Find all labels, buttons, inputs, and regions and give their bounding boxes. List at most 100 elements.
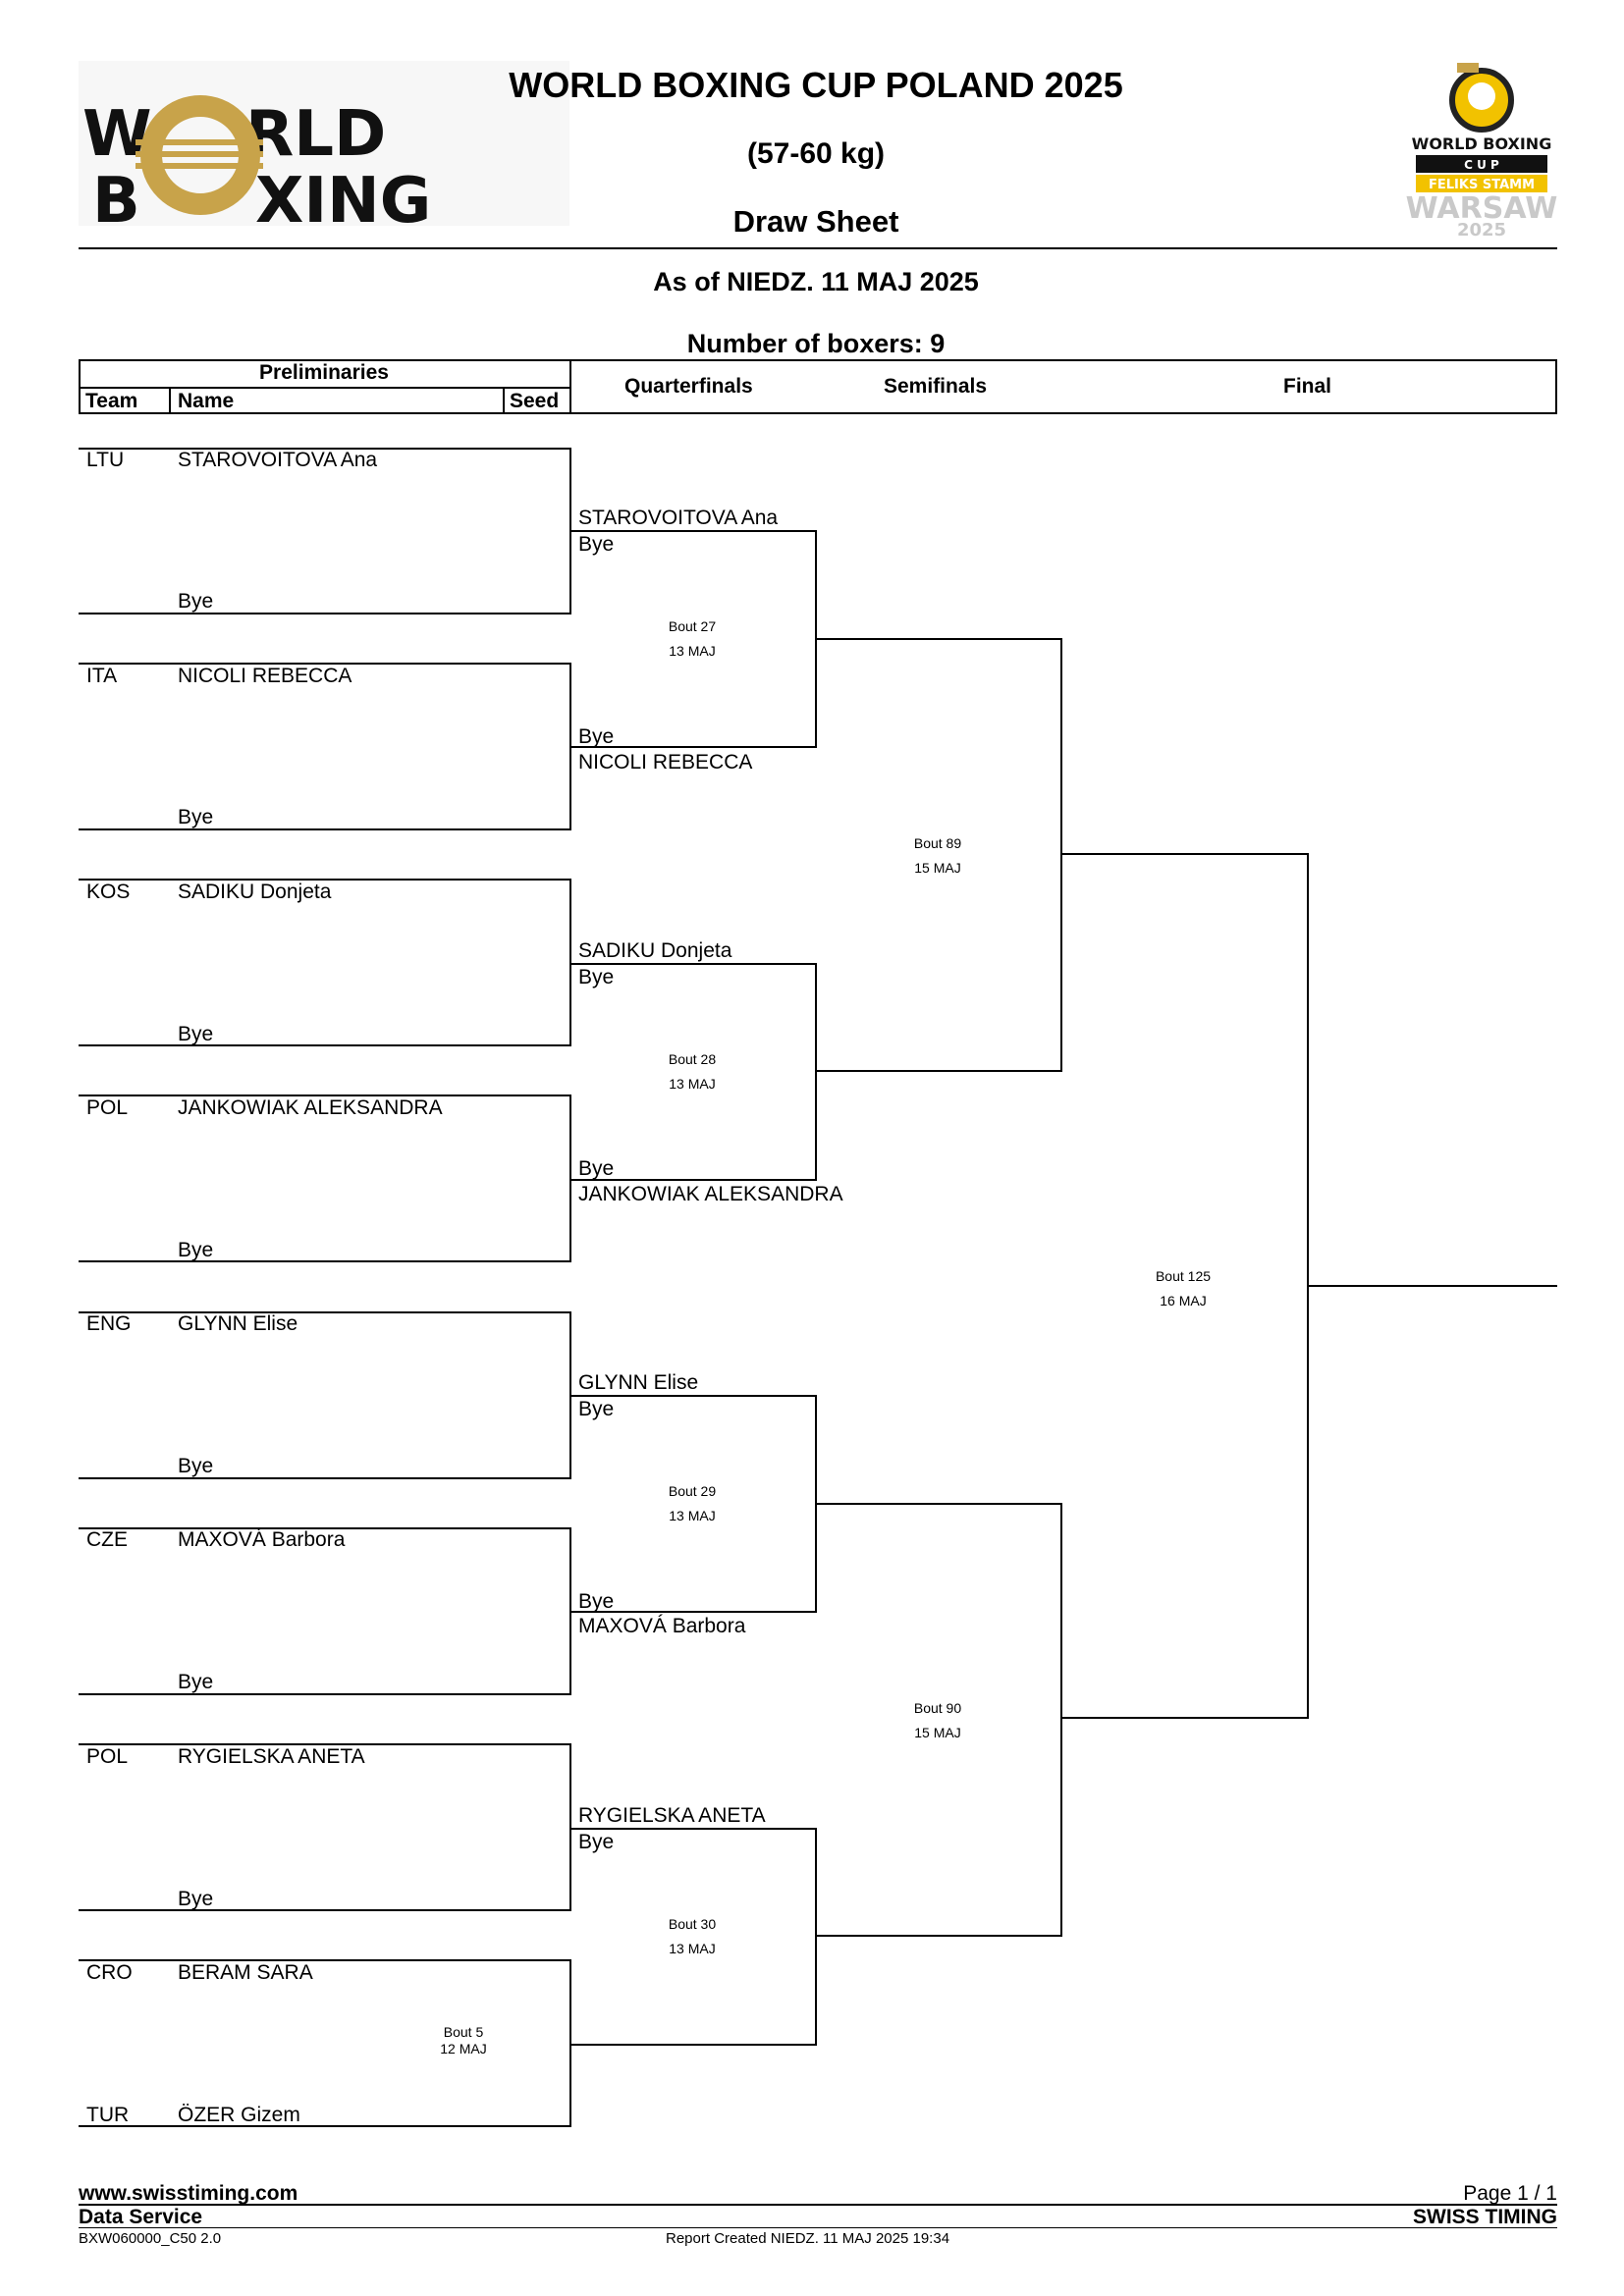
bout-date: 13 MAJ bbox=[669, 1508, 716, 1523]
sf-bracket bbox=[815, 638, 1062, 1072]
event-title: WORLD BOXING CUP POLAND 2025 bbox=[509, 65, 1123, 105]
opponent-name: ÖZER Gizem bbox=[178, 2104, 300, 2126]
team-code: POL bbox=[86, 1745, 129, 1768]
footer-page: Page 1 / 1 bbox=[1463, 2182, 1557, 2205]
qf-entrant: JANKOWIAK ALEKSANDRA bbox=[578, 1183, 843, 1205]
qf-entrant: SADIKU Donjeta bbox=[578, 939, 732, 962]
seed-header: Seed bbox=[510, 390, 560, 412]
qf-entrant: NICOLI REBECCA bbox=[578, 751, 753, 774]
preliminaries-header: Preliminaries bbox=[259, 361, 389, 384]
opponent-name: Bye bbox=[178, 1455, 214, 1477]
bout-number: Bout 30 bbox=[668, 1916, 717, 1932]
bout-date: 16 MAJ bbox=[1160, 1293, 1207, 1308]
qf-entrant: STAROVOITOVA Ana bbox=[578, 507, 779, 529]
qf-entrant-sub: Bye bbox=[578, 1398, 615, 1420]
prelim-bracket bbox=[79, 663, 571, 830]
qf-entrant-sub: Bye bbox=[578, 1831, 615, 1853]
qf-entrant-sub: Bye bbox=[578, 966, 615, 988]
bout-number: Bout 29 bbox=[668, 1483, 717, 1499]
footer-website: www.swisstiming.com bbox=[79, 2182, 298, 2205]
bout-number: Bout 89 bbox=[913, 835, 962, 851]
final-bracket bbox=[1060, 853, 1309, 1719]
semifinals-header: Semifinals bbox=[884, 375, 988, 398]
prelim-bracket bbox=[79, 879, 571, 1046]
team-code: ITA bbox=[86, 665, 118, 687]
svg-text:C U P: C U P bbox=[1464, 158, 1499, 172]
footer-service: Data Service bbox=[79, 2206, 203, 2228]
winner-line bbox=[1307, 1285, 1557, 1287]
qf-entrant-sub: Bye bbox=[578, 533, 615, 556]
header-divider bbox=[79, 247, 1557, 249]
qf-bracket bbox=[569, 1828, 817, 2046]
boxer-name: GLYNN Elise bbox=[178, 1312, 298, 1335]
boxers-count: Number of boxers: 9 bbox=[686, 329, 946, 358]
bout-date: 13 MAJ bbox=[669, 1076, 716, 1092]
team-code: POL bbox=[86, 1096, 129, 1119]
bout-number: Bout 28 bbox=[668, 1051, 717, 1067]
name-header: Name bbox=[178, 390, 235, 412]
svg-text:W: W bbox=[82, 98, 152, 171]
opponent-name: Bye bbox=[178, 590, 214, 613]
team-code: ENG bbox=[86, 1312, 132, 1335]
footer-brand: SWISS TIMING bbox=[1413, 2206, 1557, 2228]
svg-text:FELIKS STAMM: FELIKS STAMM bbox=[1429, 178, 1535, 192]
svg-text:2025: 2025 bbox=[1457, 220, 1506, 240]
boxer-name: RYGIELSKA ANETA bbox=[178, 1745, 365, 1768]
bout-date: 13 MAJ bbox=[669, 1941, 716, 1956]
qf-bracket bbox=[569, 530, 817, 748]
bout-date: 15 MAJ bbox=[914, 860, 961, 876]
opponent-name: Bye bbox=[178, 806, 214, 828]
svg-text:WORLD BOXING: WORLD BOXING bbox=[1412, 134, 1552, 153]
qf-entrant-sub: Bye bbox=[578, 1590, 615, 1613]
qf-bracket bbox=[569, 1395, 817, 1613]
final-header: Final bbox=[1283, 375, 1332, 398]
team-code: LTU bbox=[86, 449, 125, 471]
boxer-name: BERAM SARA bbox=[178, 1961, 313, 1984]
svg-text:B: B bbox=[92, 165, 140, 226]
bout-number: Bout 27 bbox=[668, 618, 717, 634]
sheet-type: Draw Sheet bbox=[732, 204, 899, 239]
sf-bracket bbox=[815, 1503, 1062, 1937]
svg-text:RLD: RLD bbox=[245, 98, 386, 171]
footer-report: Report Created NIEDZ. 11 MAJ 2025 19:34 bbox=[666, 2230, 950, 2247]
qf-entrant-sub: Bye bbox=[578, 725, 615, 748]
opponent-name: Bye bbox=[178, 1023, 214, 1045]
opponent-name: Bye bbox=[178, 1671, 214, 1693]
bout-date: 12 MAJ bbox=[440, 2041, 487, 2056]
quarterfinals-header: Quarterfinals bbox=[624, 375, 753, 398]
svg-text:XING: XING bbox=[255, 165, 431, 226]
team-code: KOS bbox=[86, 881, 131, 903]
bout-number: Bout 90 bbox=[913, 1700, 962, 1716]
prelim-bracket bbox=[79, 1959, 571, 2127]
footer-code: BXW060000_C50 2.0 bbox=[79, 2230, 222, 2247]
world-boxing-cup-logo: WORLD BOXING C U P FELIKS STAMM WARSAW 2… bbox=[1398, 59, 1565, 245]
prelim-bracket bbox=[79, 1743, 571, 1911]
team-code: CZE bbox=[86, 1528, 128, 1551]
qf-bracket bbox=[569, 963, 817, 1181]
as-of-date: As of NIEDZ. 11 MAJ 2025 bbox=[653, 267, 979, 296]
qf-entrant: GLYNN Elise bbox=[578, 1371, 699, 1394]
qf-entrant-sub: Bye bbox=[578, 1157, 615, 1180]
footer-divider-2 bbox=[79, 2227, 1557, 2228]
footer-divider bbox=[79, 2204, 1557, 2206]
weight-class: (57-60 kg) bbox=[746, 137, 886, 170]
prelim-bracket bbox=[79, 1095, 571, 1262]
svg-text:WARSAW: WARSAW bbox=[1406, 191, 1558, 226]
bout-date: 15 MAJ bbox=[914, 1725, 961, 1740]
boxer-name: JANKOWIAK ALEKSANDRA bbox=[178, 1096, 443, 1119]
team-code: CRO bbox=[86, 1961, 133, 1984]
bout-number: Bout 125 bbox=[1155, 1268, 1212, 1284]
prelim-bracket bbox=[79, 448, 571, 614]
prelim-bracket bbox=[79, 1311, 571, 1479]
prelim-bracket bbox=[79, 1527, 571, 1695]
bout-date: 13 MAJ bbox=[669, 643, 716, 659]
boxer-name: NICOLI REBECCA bbox=[178, 665, 352, 687]
qf-entrant: MAXOVÁ Barbora bbox=[578, 1615, 746, 1637]
qf-entrant: RYGIELSKA ANETA bbox=[578, 1804, 766, 1827]
opponent-name: Bye bbox=[178, 1888, 214, 1910]
team-header: Team bbox=[85, 390, 138, 412]
boxer-name: MAXOVÁ Barbora bbox=[178, 1528, 346, 1551]
boxer-name: STAROVOITOVA Ana bbox=[178, 449, 378, 471]
team-code: TUR bbox=[86, 2104, 130, 2126]
boxer-name: SADIKU Donjeta bbox=[178, 881, 332, 903]
